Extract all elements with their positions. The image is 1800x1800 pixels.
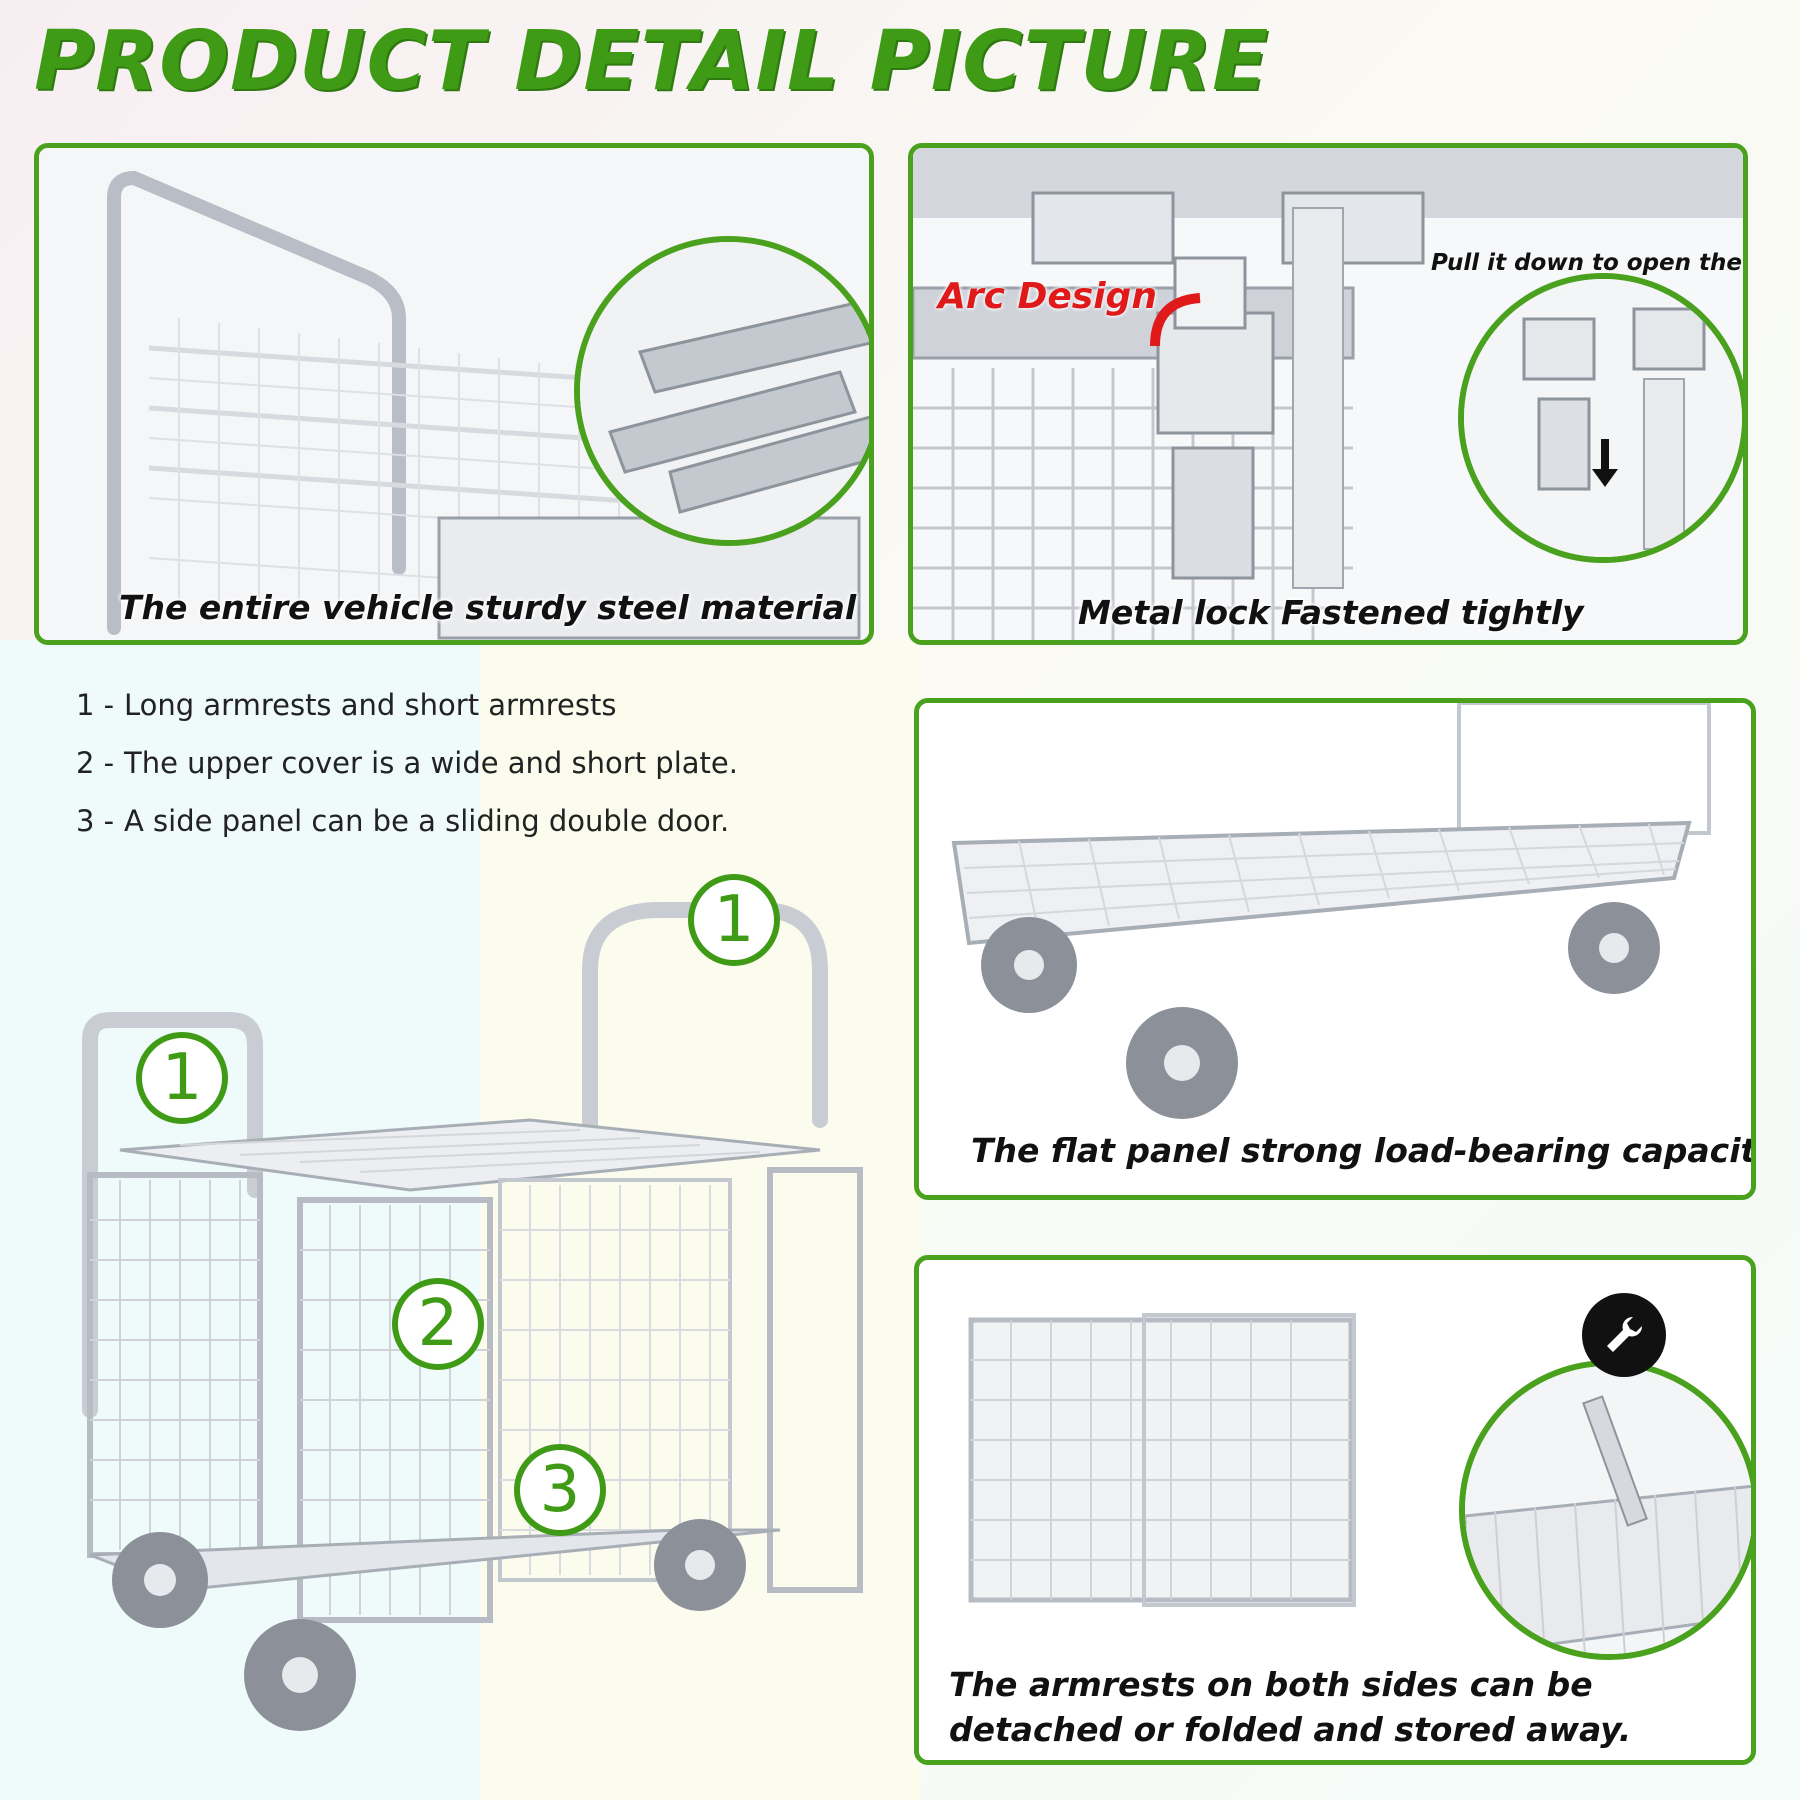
armrest-caption-line1: The armrests on both sides can be: [949, 1665, 1593, 1704]
feature-number: 3 -: [76, 804, 115, 838]
feature-number: 1 -: [76, 688, 115, 722]
lock-caption: Metal lock Fastened tightly: [1078, 593, 1584, 632]
armrest-detach-image: [1465, 1366, 1751, 1654]
armrest-detach-inset: [1459, 1360, 1751, 1660]
feature-item: 3 - A side panel can be a sliding double …: [76, 804, 738, 838]
steel-caption: The entire vehicle sturdy steel material: [119, 588, 857, 627]
lock-open-inset: [1458, 273, 1743, 563]
cart-wheels: [112, 1519, 746, 1731]
arc-arrow-icon: [1150, 293, 1201, 347]
badge-short-armrest: 1: [136, 1032, 228, 1124]
arc-design-label: Arc Design: [938, 276, 1157, 317]
flat-panel-panel: The flat panel strong load-bearing capac…: [914, 698, 1756, 1200]
badge-side-door: 3: [514, 1444, 606, 1536]
feature-text: Long armrests and short armrests: [124, 688, 617, 722]
wrench-icon: [1582, 1293, 1666, 1377]
steel-material-panel: The entire vehicle sturdy steel material: [34, 143, 874, 645]
lock-open-image: [1464, 279, 1742, 557]
flat-cart-image: [919, 703, 1751, 1195]
steel-profile-image: [580, 242, 869, 540]
cart-illustration: [82, 902, 863, 1731]
pull-down-label: Pull it down to open the door: [1431, 250, 1743, 276]
armrest-panel: The armrests on both sides can be detach…: [914, 1255, 1756, 1765]
feature-number: 2 -: [76, 746, 115, 780]
steel-profile-inset: [574, 236, 869, 546]
feature-list: 1 - Long armrests and short armrests 2 - T…: [76, 688, 738, 862]
armrest-caption-line2: detached or folded and stored away.: [949, 1710, 1632, 1749]
badge-upper-cover: 2: [392, 1278, 484, 1370]
feature-text: The upper cover is a wide and short plat…: [124, 746, 738, 780]
badge-long-armrest: 1: [688, 874, 780, 966]
down-arrow-icon: [1592, 439, 1618, 487]
feature-item: 2 - The upper cover is a wide and short p…: [76, 746, 738, 780]
metal-lock-panel: Arc Design Pull it down to open the door…: [908, 143, 1748, 645]
feature-item: 1 - Long armrests and short armrests: [76, 688, 738, 722]
flat-panel-caption: The flat panel strong load-bearing capac…: [971, 1131, 1756, 1170]
page-title: PRODUCT DETAIL PICTURE: [34, 14, 1270, 109]
feature-text: A side panel can be a sliding double doo…: [124, 804, 730, 838]
